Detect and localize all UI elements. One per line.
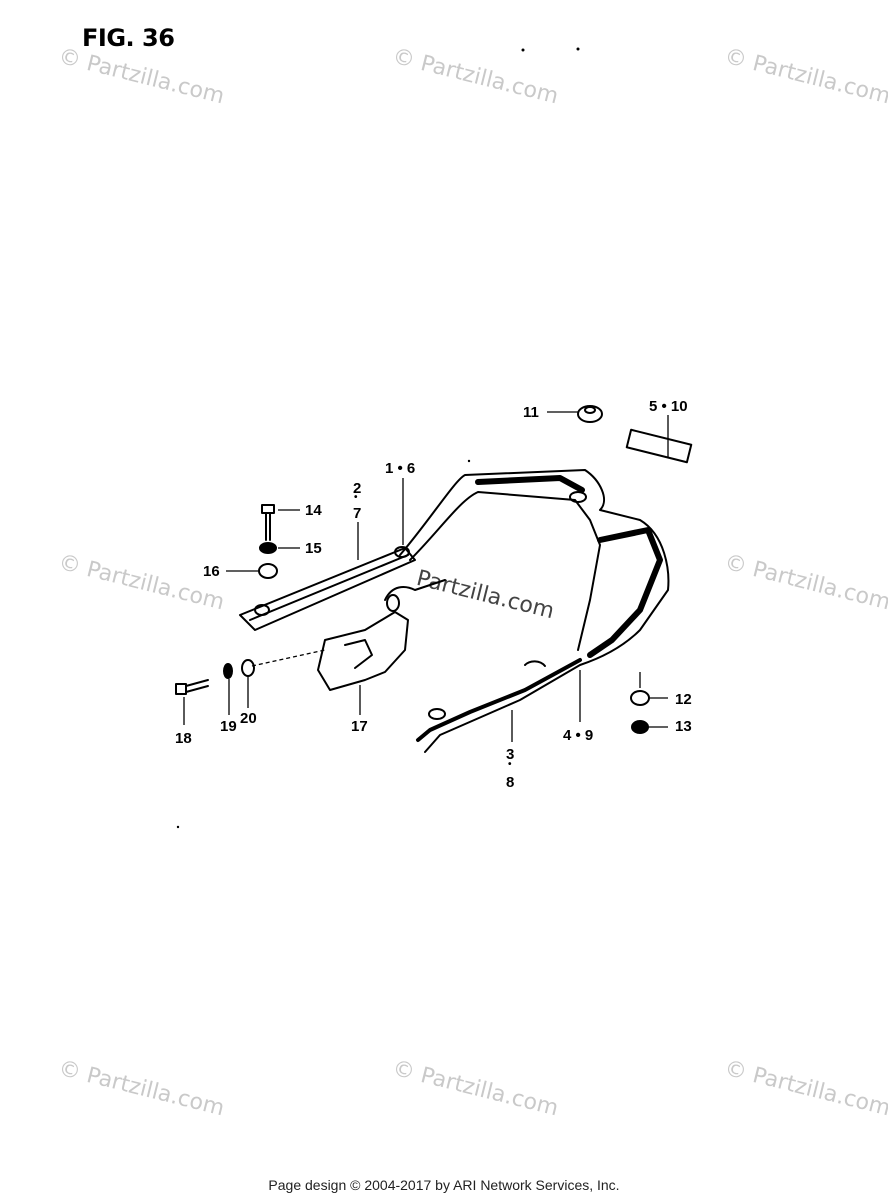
seat-tail-frame-inner bbox=[409, 491, 601, 651]
callout-15: 15 bbox=[305, 540, 322, 557]
right-side-stripe bbox=[587, 527, 663, 658]
washer-20 bbox=[241, 659, 255, 677]
callout-4-9: 4 • 9 bbox=[563, 727, 594, 744]
callout-13: 13 bbox=[675, 718, 692, 735]
callout-19: 19 bbox=[220, 718, 237, 735]
grommet-12 bbox=[630, 690, 650, 706]
callout-20: 20 bbox=[240, 710, 257, 727]
emblem-5-10 bbox=[625, 428, 693, 464]
callout-1-6: 1 • 6 bbox=[385, 460, 416, 477]
lower-rail bbox=[416, 658, 582, 742]
latch-bracket bbox=[317, 611, 409, 691]
left-rail bbox=[239, 547, 416, 631]
footer-copyright: Page design © 2004-2017 by ARI Network S… bbox=[268, 1177, 620, 1193]
callout-12: 12 bbox=[675, 691, 692, 708]
callout-16: 16 bbox=[203, 563, 220, 580]
cap-13 bbox=[631, 720, 649, 734]
nut-16 bbox=[258, 563, 278, 579]
callout-7: 7 bbox=[353, 505, 362, 522]
callout-18: 18 bbox=[175, 730, 192, 747]
bolt-18 bbox=[175, 679, 209, 695]
washer-15 bbox=[259, 542, 277, 554]
washer-19 bbox=[223, 663, 233, 679]
callout-14: 14 bbox=[305, 502, 322, 519]
callout-3-8-dot: • bbox=[508, 759, 512, 770]
callout-3: 3 bbox=[506, 746, 515, 763]
figure-title: FIG. 36 bbox=[82, 24, 175, 52]
top-stripe bbox=[475, 475, 585, 493]
bolt-14 bbox=[261, 504, 275, 541]
callout-17: 17 bbox=[351, 718, 368, 735]
callout-5-10: 5 • 10 bbox=[649, 398, 688, 415]
callout-2-7-dot: • bbox=[354, 492, 358, 503]
seat-tail-frame bbox=[399, 469, 670, 753]
callout-11: 11 bbox=[523, 404, 539, 421]
callout-2: 2 bbox=[353, 480, 362, 497]
callout-8: 8 bbox=[506, 774, 515, 791]
